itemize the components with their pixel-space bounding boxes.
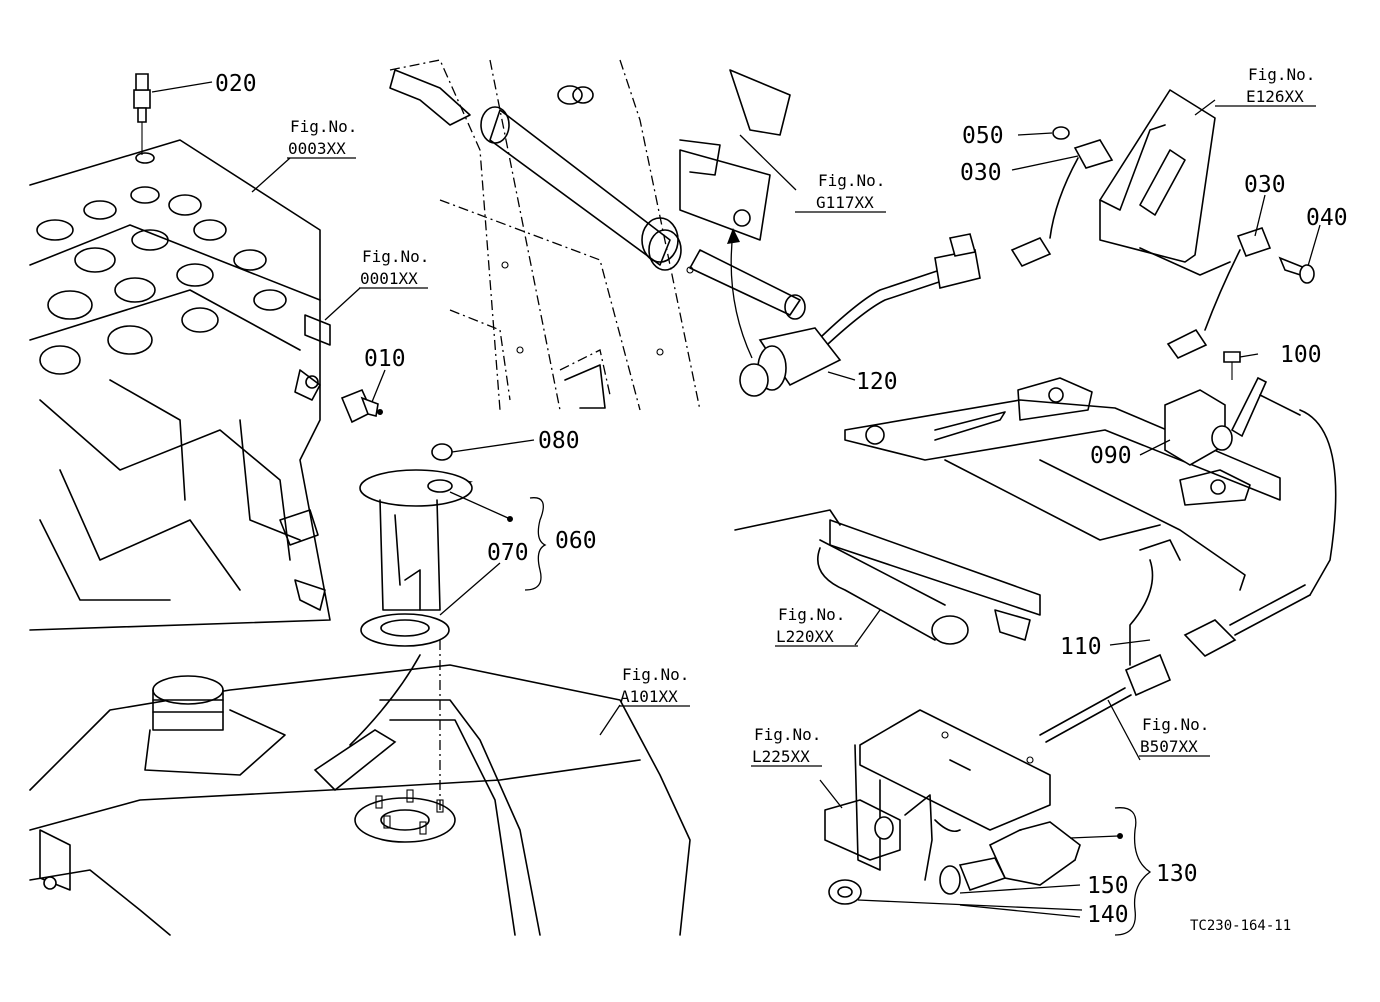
switch-090-drawing	[1039, 351, 1337, 743]
fig-ref-b507xx[interactable]: Fig.No. B507XX	[1139, 715, 1210, 757]
svg-text:B507XX: B507XX	[1140, 737, 1198, 756]
fuel-tank-drawing	[29, 664, 691, 936]
svg-text:Fig.No.: Fig.No.	[754, 725, 821, 744]
part-number-070[interactable]: 070	[487, 540, 529, 566]
fig-ref-a101xx[interactable]: Fig.No. A101XX	[619, 665, 690, 707]
part-number-020[interactable]: 020	[215, 71, 257, 97]
part-number-120[interactable]: 120	[856, 369, 898, 395]
frame-bracket-drawing	[389, 59, 806, 411]
part-number-100[interactable]: 100	[1280, 342, 1322, 368]
part-number-090[interactable]: 090	[1090, 443, 1132, 469]
svg-text:L220XX: L220XX	[776, 627, 834, 646]
svg-text:Fig.No.: Fig.No.	[622, 665, 689, 684]
fig-ref-l225xx[interactable]: Fig.No. L225XX	[751, 725, 822, 767]
frame-l220-drawing	[734, 377, 1281, 666]
mount-arrow	[727, 228, 753, 359]
part-number-010[interactable]: 010	[364, 346, 406, 372]
part-number-050[interactable]: 050	[962, 123, 1004, 149]
part-number-030-left[interactable]: 030	[960, 160, 1002, 186]
fig-ref-0001xx[interactable]: Fig.No. 0001XX	[359, 247, 429, 289]
engine-block-drawing	[29, 139, 331, 631]
svg-text:0001XX: 0001XX	[360, 269, 418, 288]
svg-text:Fig.No.: Fig.No.	[778, 605, 845, 624]
fig-ref-e126xx[interactable]: Fig.No. E126XX	[1215, 65, 1316, 107]
svg-text:0003XX: 0003XX	[288, 139, 346, 158]
fig-ref-0003xx[interactable]: Fig.No. 0003XX	[287, 117, 357, 159]
part-number-040[interactable]: 040	[1306, 205, 1348, 231]
part-numbers: 020 010 080 060 070 120 050 030 030 040 …	[215, 71, 1348, 928]
part-number-130[interactable]: 130	[1156, 861, 1198, 887]
fig-ref-l220xx[interactable]: Fig.No. L220XX	[775, 605, 858, 647]
drawing-code: TC230-164-11	[1190, 918, 1291, 934]
svg-text:Fig.No.: Fig.No.	[818, 171, 885, 190]
switch-130-drawing	[828, 821, 1081, 905]
sensor-020-drawing	[133, 73, 151, 155]
bracket-e126-drawing	[1099, 89, 1231, 276]
svg-text:L225XX: L225XX	[752, 747, 810, 766]
fuel-sender-060-drawing	[313, 443, 473, 810]
part-number-150[interactable]: 150	[1087, 873, 1129, 899]
sensor-030-drawing	[1010, 126, 1315, 360]
bracket-l225-drawing	[824, 709, 1051, 881]
svg-text:Fig.No.: Fig.No.	[1248, 65, 1315, 84]
svg-text:A101XX: A101XX	[620, 687, 678, 706]
part-number-080[interactable]: 080	[538, 428, 580, 454]
svg-text:Fig.No.: Fig.No.	[290, 117, 357, 136]
part-number-030-right[interactable]: 030	[1244, 172, 1286, 198]
part-number-110[interactable]: 110	[1060, 634, 1102, 660]
part-number-140[interactable]: 140	[1087, 902, 1129, 928]
part-number-060[interactable]: 060	[555, 528, 597, 554]
sensor-010-drawing	[340, 388, 383, 424]
svg-text:Fig.No.: Fig.No.	[1142, 715, 1209, 734]
switch-120-drawing	[739, 233, 981, 397]
svg-text:Fig.No.: Fig.No.	[362, 247, 429, 266]
svg-text:G117XX: G117XX	[816, 193, 874, 212]
figure-references: Fig.No. 0003XX Fig.No. 0001XX Fig.No. G1…	[287, 65, 1316, 767]
fig-ref-g117xx[interactable]: Fig.No. G117XX	[795, 171, 886, 213]
leader-lines	[151, 81, 1321, 936]
svg-text:E126XX: E126XX	[1246, 87, 1304, 106]
